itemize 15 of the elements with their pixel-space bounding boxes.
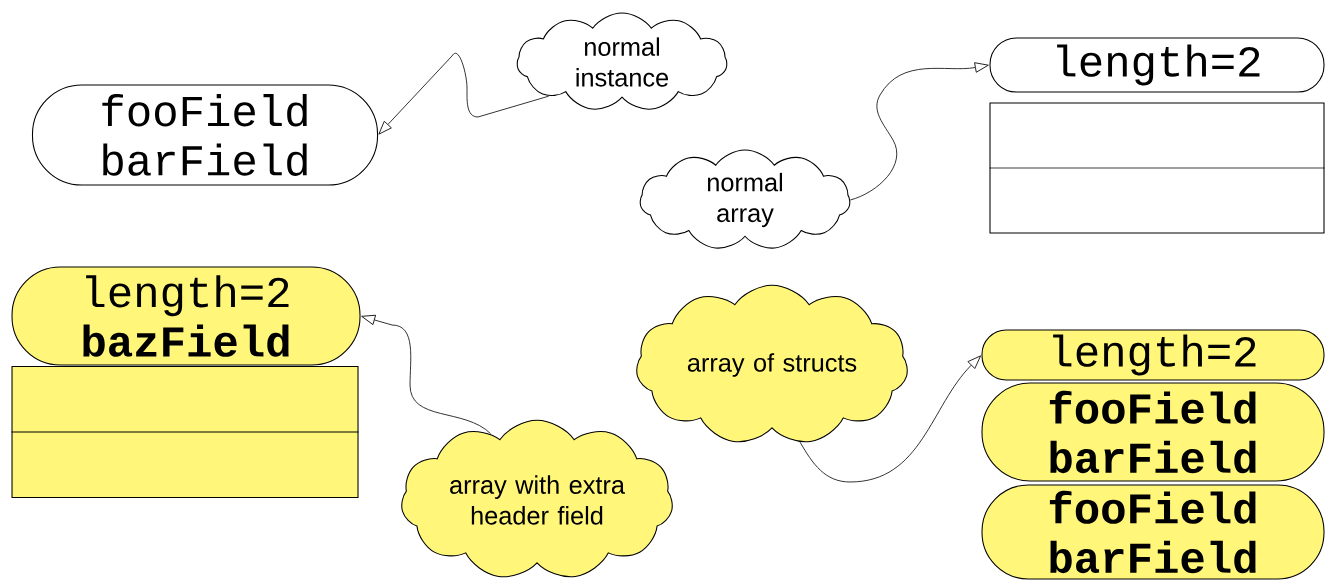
arrow xyxy=(361,314,491,435)
header-pill: length=2 bazField xyxy=(11,266,361,366)
arrow xyxy=(849,62,989,201)
array-box xyxy=(10,366,360,498)
arrow xyxy=(378,52,550,135)
callout-cloud: normal array xyxy=(639,149,851,249)
callout-cloud: normal instance xyxy=(516,12,728,110)
header-pill: length=2 xyxy=(981,329,1325,381)
callout-cloud: array with extra header field xyxy=(401,419,673,578)
arrow xyxy=(799,355,982,483)
record-pill: fooField barField xyxy=(981,484,1325,580)
header-pill: length=2 xyxy=(989,37,1325,93)
array-box xyxy=(988,102,1326,234)
callout-cloud: array of structs xyxy=(636,284,908,443)
record-pill: fooField barField xyxy=(31,84,379,186)
